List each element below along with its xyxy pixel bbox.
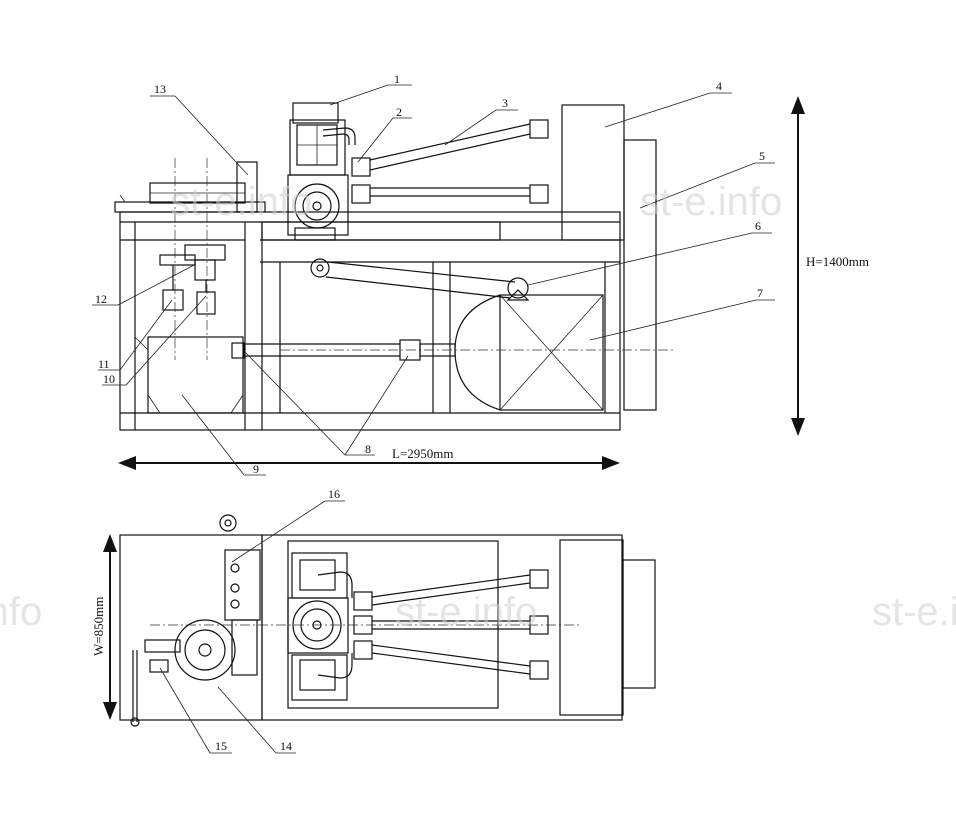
top-view [119,514,656,727]
width-label: W=850mm [91,597,106,656]
watermark: st-e.info [0,590,42,634]
part-label-5: 5 [759,149,765,163]
box-4-top [559,539,624,716]
part-label-1: 1 [394,72,400,86]
part-label-11: 11 [98,357,110,371]
part-label-16: 16 [328,487,340,501]
part-label-10: 10 [103,372,115,386]
part-label-3: 3 [502,96,508,110]
watermark: st-e.info [872,590,956,634]
motor-7 [454,294,501,411]
watermarks: st-e.info st-e.info st-e.info st-e.info … [0,180,956,634]
tank-9 [147,336,244,414]
length-dimension [118,456,620,470]
part-label-4: 4 [716,79,722,93]
part-label-13: 13 [154,82,166,96]
watermark: st-e.info [170,180,312,224]
length-label: L=2950mm [392,446,454,461]
height-label: H=1400mm [806,254,869,269]
width-dimension [103,534,117,720]
part-label-9: 9 [253,462,259,476]
box-4 [561,104,625,241]
part-label-14: 14 [280,739,292,753]
part-label-8: 8 [365,442,371,456]
watermark: st-e.info [395,590,537,634]
leader-lines [92,84,775,754]
part-numbers: 1 2 3 4 5 6 7 8 9 10 11 12 13 14 15 16 [95,72,765,753]
part-label-15: 15 [215,739,227,753]
part-label-2: 2 [396,105,402,119]
side-frame-outline [119,211,621,431]
part-label-12: 12 [95,292,107,306]
watermark: st-e.info [640,180,782,224]
part-label-6: 6 [755,219,761,233]
side-view [114,102,675,431]
box-5 [623,139,657,411]
height-dimension [791,96,805,436]
part-label-7: 7 [757,286,763,300]
